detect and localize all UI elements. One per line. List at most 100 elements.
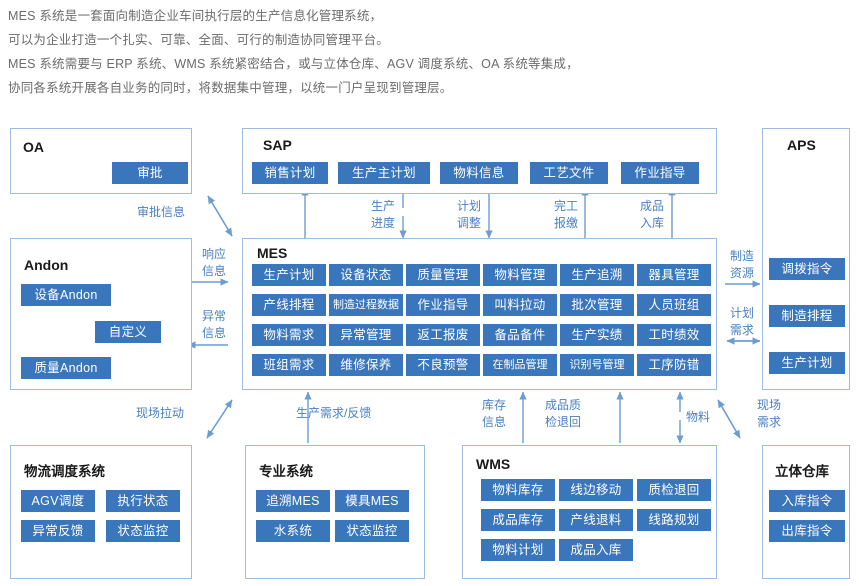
oa-tag-approval[interactable]: 审批 [112,162,188,184]
mes-tag-r4c5[interactable]: 识别号管理 [560,354,634,376]
connector-label-production-demand-feedback: 生产需求/反馈 [296,406,372,420]
wms-tag-r3c1[interactable]: 物料计划 [481,539,555,561]
wms-tag-r3c2[interactable]: 成品入库 [559,539,633,561]
mes-tag-r4c2[interactable]: 维修保养 [329,354,403,376]
mes-tag-r1c5[interactable]: 生产追溯 [560,264,634,286]
box-sap[interactable]: SAP 销售计划 生产主计划 物料信息 工艺文件 作业指导 [242,128,717,194]
professional-title: 专业系统 [259,464,313,479]
wms-tag-r2c2[interactable]: 产线退料 [559,509,633,531]
professional-tag-r2c1[interactable]: 水系统 [256,520,330,542]
sap-tag-process-document[interactable]: 工艺文件 [530,162,608,184]
sap-tag-work-instruction[interactable]: 作业指导 [621,162,699,184]
wms-title: WMS [476,456,511,472]
sap-tag-master-production-plan[interactable]: 生产主计划 [338,162,430,184]
connector-label-manufacturing-resource-line1: 制造 [729,249,754,263]
mes-tag-r4c4[interactable]: 在制品管理 [483,354,557,376]
mes-tag-r1c4[interactable]: 物料管理 [483,264,557,286]
box-andon[interactable]: Andon 设备Andon 自定义 质量Andon [10,238,192,390]
warehouse-title: 立体仓库 [775,464,829,479]
professional-tag-r2c2[interactable]: 状态监控 [335,520,409,542]
professional-tag-r1c2[interactable]: 模具MES [335,490,409,512]
aps-tag-transfer-order[interactable]: 调拨指令 [769,258,845,280]
logistics-tag-r1c1[interactable]: AGV调度 [21,490,95,512]
connector-label-inventory-info-line2: 信息 [481,415,506,429]
mes-tag-r3c4[interactable]: 备品备件 [483,324,557,346]
connector-label-plan-adjust-line1: 计划 [456,199,481,213]
sap-tag-material-info[interactable]: 物料信息 [440,162,518,184]
mes-tag-r2c5[interactable]: 批次管理 [560,294,634,316]
intro-line-2: 可以为企业打造一个扎实、可靠、全面、可行的制造协同管理平台。 [8,33,390,47]
wms-tag-r1c1[interactable]: 物料库存 [481,479,555,501]
connector-label-site-demand-line2: 需求 [756,415,781,429]
andon-tag-equipment-andon[interactable]: 设备Andon [21,284,111,306]
mes-tag-r3c6[interactable]: 工时绩效 [637,324,711,346]
box-wms[interactable]: WMS 物料库存 线边移动 质检退回 成品库存 产线退料 线路规划 物料计划 成… [462,445,717,579]
mes-tag-r2c2[interactable]: 制造过程数据 [329,294,403,316]
connector-label-finished-qc-return-line1: 成品质 [544,398,581,412]
connector-label-completion-report-line2: 报缴 [553,216,578,230]
mes-title: MES [257,245,288,261]
box-oa[interactable]: OA 审批 [10,128,192,194]
intro-line-4: 协同各系统开展各自业务的同时，将数据集中管理，以统一门户呈现到管理层。 [8,81,453,95]
mes-tag-r1c3[interactable]: 质量管理 [406,264,480,286]
box-professional-system[interactable]: 专业系统 追溯MES 模具MES 水系统 状态监控 [245,445,425,579]
mes-tag-r4c1[interactable]: 班组需求 [252,354,326,376]
connector-label-finished-instock-line1: 成品 [639,199,664,213]
aps-tag-production-plan[interactable]: 生产计划 [769,352,845,374]
connector-label-plan-demand-line2: 需求 [729,323,754,337]
mes-tag-r3c2[interactable]: 异常管理 [329,324,403,346]
warehouse-tag-inbound-order[interactable]: 入库指令 [769,490,845,512]
mes-tag-r1c2[interactable]: 设备状态 [329,264,403,286]
andon-tag-custom[interactable]: 自定义 [95,321,161,343]
andon-title: Andon [24,257,69,273]
mes-tag-r2c1[interactable]: 产线排程 [252,294,326,316]
connector-label-inventory-info-line1: 库存 [481,398,506,412]
intro-line-1: MES 系统是一套面向制造企业车间执行层的生产信息化管理系统， [8,9,383,23]
mes-tag-r4c3[interactable]: 不良预警 [406,354,480,376]
connector-label-plan-demand-line1: 计划 [729,306,754,320]
connector-label-finished-qc-return-line2: 检退回 [544,415,581,429]
connector-label-manufacturing-resource-line2: 资源 [729,266,754,280]
wms-tag-r1c2[interactable]: 线边移动 [559,479,633,501]
logistics-tag-r2c2[interactable]: 状态监控 [106,520,180,542]
wms-tag-r2c1[interactable]: 成品库存 [481,509,555,531]
connector-label-exception-info-line2: 信息 [201,326,226,340]
intro-paragraph: MES 系统是一套面向制造企业车间执行层的生产信息化管理系统， 可以为企业打造一… [8,4,853,100]
aps-title: APS [787,137,816,153]
box-stereoscopic-warehouse[interactable]: 立体仓库 入库指令 出库指令 [762,445,850,579]
box-logistics-dispatch[interactable]: 物流调度系统 AGV调度 执行状态 异常反馈 状态监控 [10,445,192,579]
connector-label-response-info-line2: 信息 [201,264,226,278]
connector-label-finished-instock-line2: 入库 [639,216,664,230]
professional-tag-r1c1[interactable]: 追溯MES [256,490,330,512]
mes-tag-r2c6[interactable]: 人员班组 [637,294,711,316]
connector-label-production-progress-line2: 进度 [370,216,395,230]
connector-label-production-progress-line1: 生产 [370,199,395,213]
mes-tag-r3c5[interactable]: 生产实绩 [560,324,634,346]
mes-tag-r1c1[interactable]: 生产计划 [252,264,326,286]
connector-label-completion-report-line1: 完工 [553,199,578,213]
andon-tag-quality-andon[interactable]: 质量Andon [21,357,111,379]
mes-tag-r1c6[interactable]: 器具管理 [637,264,711,286]
sap-tag-sales-plan[interactable]: 销售计划 [252,162,328,184]
intro-line-3: MES 系统需要与 ERP 系统、WMS 系统紧密结合，或与立体仓库、AGV 调… [8,57,579,71]
wms-tag-r2c3[interactable]: 线路规划 [637,509,711,531]
box-aps[interactable]: APS 调拨指令 制造排程 生产计划 [762,128,850,390]
oa-title: OA [23,139,44,155]
warehouse-tag-outbound-order[interactable]: 出库指令 [769,520,845,542]
connector-label-material: 物料 [686,410,711,424]
logistics-tag-r2c1[interactable]: 异常反馈 [21,520,95,542]
connector-label-site-demand-line1: 现场 [756,398,781,412]
mes-tag-r3c3[interactable]: 返工报废 [406,324,480,346]
sap-title: SAP [263,137,292,153]
wms-tag-r1c3[interactable]: 质检退回 [637,479,711,501]
connector-label-response-info-line1: 响应 [201,247,226,261]
mes-tag-r4c6[interactable]: 工序防错 [637,354,711,376]
logistics-tag-r1c2[interactable]: 执行状态 [106,490,180,512]
mes-tag-r3c1[interactable]: 物料需求 [252,324,326,346]
mes-tag-r2c4[interactable]: 叫料拉动 [483,294,557,316]
box-mes[interactable]: MES 生产计划 设备状态 质量管理 物料管理 生产追溯 器具管理 产线排程 制… [242,238,717,390]
logistics-title: 物流调度系统 [24,464,105,479]
aps-tag-manufacturing-schedule[interactable]: 制造排程 [769,305,845,327]
mes-tag-r2c3[interactable]: 作业指导 [406,294,480,316]
